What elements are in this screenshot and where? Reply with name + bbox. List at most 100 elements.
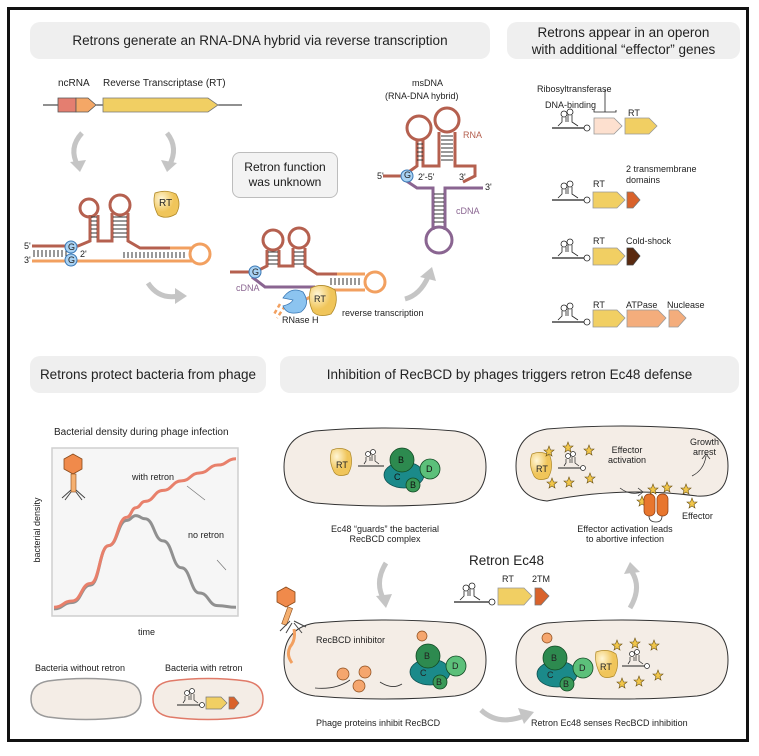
tm-label-1: 2 transmembrane [626,164,697,174]
operon-2 [552,180,641,209]
no-retron-leader [216,559,227,571]
rt-protein-label: RT [159,198,173,209]
retron-gene-diagram [43,97,242,113]
c-c4: C [547,670,554,680]
rt-c4: RT [600,662,612,672]
recb-subunit [389,447,415,473]
dna-binding-gene [593,117,623,135]
cell2-caption: Effector activation leads to abortive in… [577,524,673,544]
with-retron-label: with retron [132,472,175,482]
with-retron-leader [186,485,206,501]
d-c3: D [452,661,459,671]
dna-binding-label: DNA-binding [545,100,597,110]
operon-4 [552,302,687,328]
rt-label-mid: RT [314,294,326,304]
rt-gene [102,97,219,113]
reverse-transcription-structure [230,226,387,319]
d-c4: D [579,663,586,673]
ec48-operon [454,582,550,606]
ec48-tm-gene [534,587,550,606]
ncrna-gene-light [75,97,97,113]
growth-arrest-label: Growth arrest [690,437,720,457]
chart-title: Bacterial density during phage infection [54,427,229,438]
cdna-label-mid: cDNA [236,283,260,293]
bacterium-with-retron [152,677,264,721]
recb-small-subunit [405,477,421,493]
signal-stars-c4 [611,637,664,689]
ec48-tm-label: 2TM [532,574,550,584]
c-c1: C [394,472,401,482]
atpase-gene [626,309,667,328]
unknown-function-text: Retron function was unknown [244,160,326,189]
bacterium-without-retron [30,677,142,721]
ncrna-structure [32,193,212,267]
phage-injecting [276,586,307,664]
three-prime-b: 3' [485,182,492,192]
x-axis-label: time [138,627,156,637]
rt-protein [153,190,180,218]
recbcd-inhibitor-label: RecBCD inhibitor [316,635,386,645]
effector-protein [643,493,669,523]
cell1-caption: Ec48 “guards” the bacterial RecBCD compl… [330,524,440,544]
msdna-title: msDNA [412,78,443,88]
rt-c2: RT [536,464,548,474]
rt-protein-mid [309,285,337,316]
panel1-header: Retrons generate an RNA-DNA hybrid via r… [30,22,490,59]
three-prime-label: 3' [24,255,31,265]
effector-label: Effector [682,511,713,521]
rt-protein-c1 [330,448,352,476]
series-line-with-retron [53,457,237,609]
arrow-to-msdna [404,267,436,302]
panel1-title: Retrons generate an RNA-DNA hybrid via r… [72,33,448,48]
y-axis-label: bacterial density [32,497,42,563]
b2-c1: B [410,480,417,490]
panel3-header: Retrons protect bacteria from phage [30,356,266,393]
rt-gene-label: Reverse Transcriptase (RT) [103,78,226,89]
arrow-left-down [70,131,86,172]
nuclease-gene [668,309,687,328]
rnase-h-label: RNase H [282,315,319,325]
operon2-rt-label: RT [593,179,605,189]
g-nucleotide-bottom [64,253,78,267]
rna-label: RNA [463,130,483,140]
cell-guards-recbcd [283,427,487,507]
cell3-caption: Phage proteins inhibit RecBCD [316,718,441,728]
ncrna-label: ncRNA [58,78,90,89]
bact-without-label: Bacteria without retron [35,663,126,673]
operon1-rt-label: RT [628,108,640,118]
cold-shock-gene [626,247,641,266]
ncrna-gene-dark [57,97,77,113]
g-label-bottom: G [68,255,76,265]
ec48-rt-gene [497,587,533,606]
panel4-title: Inhibition of RecBCD by phages triggers … [326,367,693,382]
inhibitor-proteins [336,630,428,693]
panel3-title: Retrons protect bacteria from phage [39,367,257,382]
five-prime-msdna: 5' [377,171,384,181]
operon3-rt-label: RT [593,236,605,246]
ribosyltransferase-label: Ribosyltransferase [537,84,612,94]
nuclease-label: Nuclease [667,300,705,310]
g-label-mid: G [252,267,260,277]
three-prime-a: 3' [459,172,466,182]
signal-stars-c2 [543,441,698,509]
reverse-transcription-label: reverse transcription [342,308,424,318]
g-label-top: G [68,242,76,252]
g-label-msdna: G [404,170,412,180]
rnase-h-protein [282,289,307,314]
b-c4: B [551,653,558,663]
g-nucleotide-top [64,240,78,254]
link-2-5-label: 2'-5' [418,172,435,182]
cell-senses-inhibition [515,619,729,700]
cycle-arrow-right [624,562,640,610]
cycle-arrow-bottom [479,708,534,724]
msdna-subtitle: (RNA-DNA hybrid) [385,91,459,101]
g-nucleotide-msdna [400,169,414,183]
arrow-to-middle [145,281,187,304]
cycle-arrow-left [376,561,392,608]
b-c1: B [398,455,405,465]
cell-effector-activation [515,425,729,509]
effector-activation-label: Effector activation [608,445,647,465]
cold-shock-label: Cold-shock [626,236,672,246]
rt-c1: RT [336,460,348,470]
density-chart [51,447,239,617]
